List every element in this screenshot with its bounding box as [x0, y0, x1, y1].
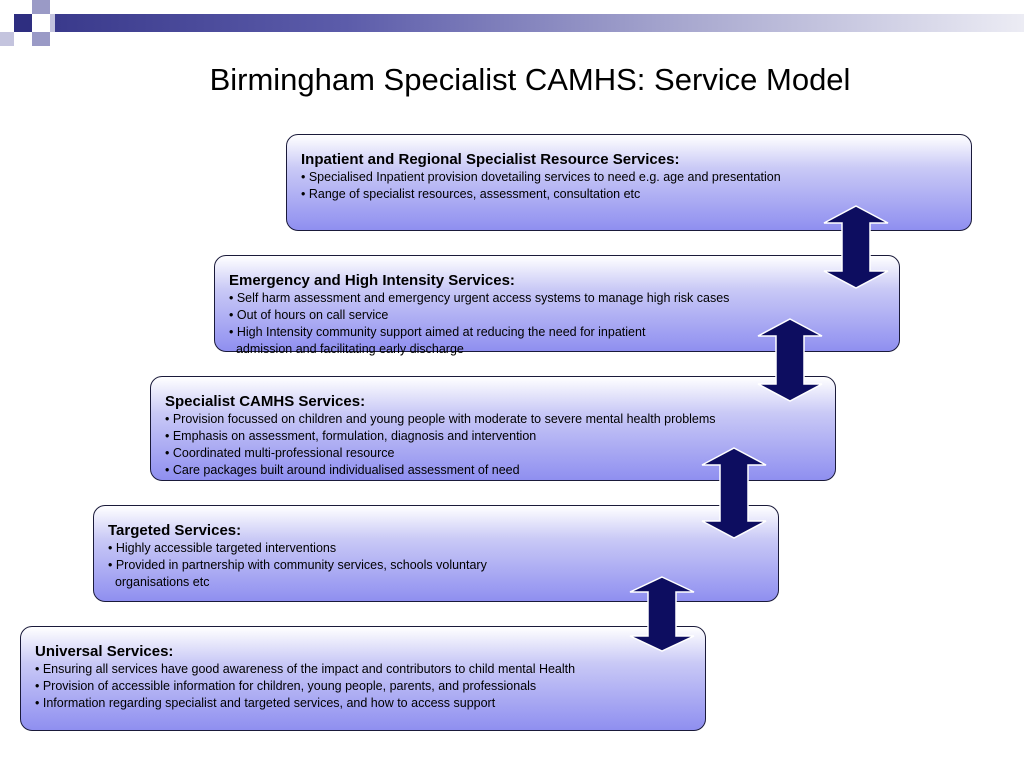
tier-list: • Provision focussed on children and you… [165, 411, 821, 479]
tier-bullet: • Range of specialist resources, assessm… [301, 187, 641, 201]
decor-square-light [32, 32, 50, 46]
tier-list: • Self harm assessment and emergency urg… [229, 290, 885, 358]
tier-bullet: • Emphasis on assessment, formulation, d… [165, 429, 537, 443]
tier-list: • Highly accessible targeted interventio… [108, 540, 764, 591]
tier-bullet: • Specialised Inpatient provision doveta… [301, 170, 781, 184]
tier-bullet: admission and facilitating early dischar… [229, 342, 464, 356]
tier-box-specialist: Specialist CAMHS Services: • Provision f… [150, 376, 836, 481]
tier-title: Inpatient and Regional Specialist Resour… [301, 151, 680, 168]
decor-square-light [32, 0, 50, 14]
tier-bullet: • Self harm assessment and emergency urg… [229, 291, 730, 305]
tier-list: • Specialised Inpatient provision doveta… [301, 169, 957, 203]
decor-square-dark [14, 14, 32, 32]
tier-bullet: organisations etc [108, 575, 210, 589]
double-arrow-icon [823, 205, 889, 289]
tier-bullet: • Out of hours on call service [229, 308, 389, 322]
tier-title: Targeted Services: [108, 522, 242, 539]
slide-title: Birmingham Specialist CAMHS: Service Mod… [209, 62, 851, 97]
tier-bullet: • Provision focussed on children and you… [165, 412, 716, 426]
tier-title: Universal Services: [35, 643, 174, 660]
tier-bullet: • High Intensity community support aimed… [229, 325, 646, 339]
double-arrow-icon [629, 576, 695, 652]
tier-list: • Ensuring all services have good awaren… [35, 661, 691, 712]
double-arrow-icon [757, 318, 823, 402]
tier-title: Specialist CAMHS Services: [165, 393, 366, 410]
tier-box-targeted: Targeted Services: • Highly accessible t… [93, 505, 779, 602]
tier-bullet: • Provision of accessible information fo… [35, 679, 537, 693]
tier-bullet: • Care packages built around individuali… [165, 463, 520, 477]
tier-title: Emergency and High Intensity Services: [229, 272, 515, 289]
header-decoration [0, 0, 1024, 46]
tier-bullet: • Provided in partnership with community… [108, 558, 487, 572]
header-gradient-bar [55, 14, 1024, 32]
tier-box-universal: Universal Services: • Ensuring all servi… [20, 626, 706, 731]
tier-bullet: • Information regarding specialist and t… [35, 696, 496, 710]
tier-bullet: • Highly accessible targeted interventio… [108, 541, 337, 555]
tier-box-emergency: Emergency and High Intensity Services: •… [214, 255, 900, 356]
tier-bullet: • Ensuring all services have good awaren… [35, 662, 576, 676]
tier-bullet: • Coordinated multi-professional resourc… [165, 446, 395, 460]
double-arrow-icon [701, 447, 767, 539]
decor-square-mid [0, 32, 14, 46]
